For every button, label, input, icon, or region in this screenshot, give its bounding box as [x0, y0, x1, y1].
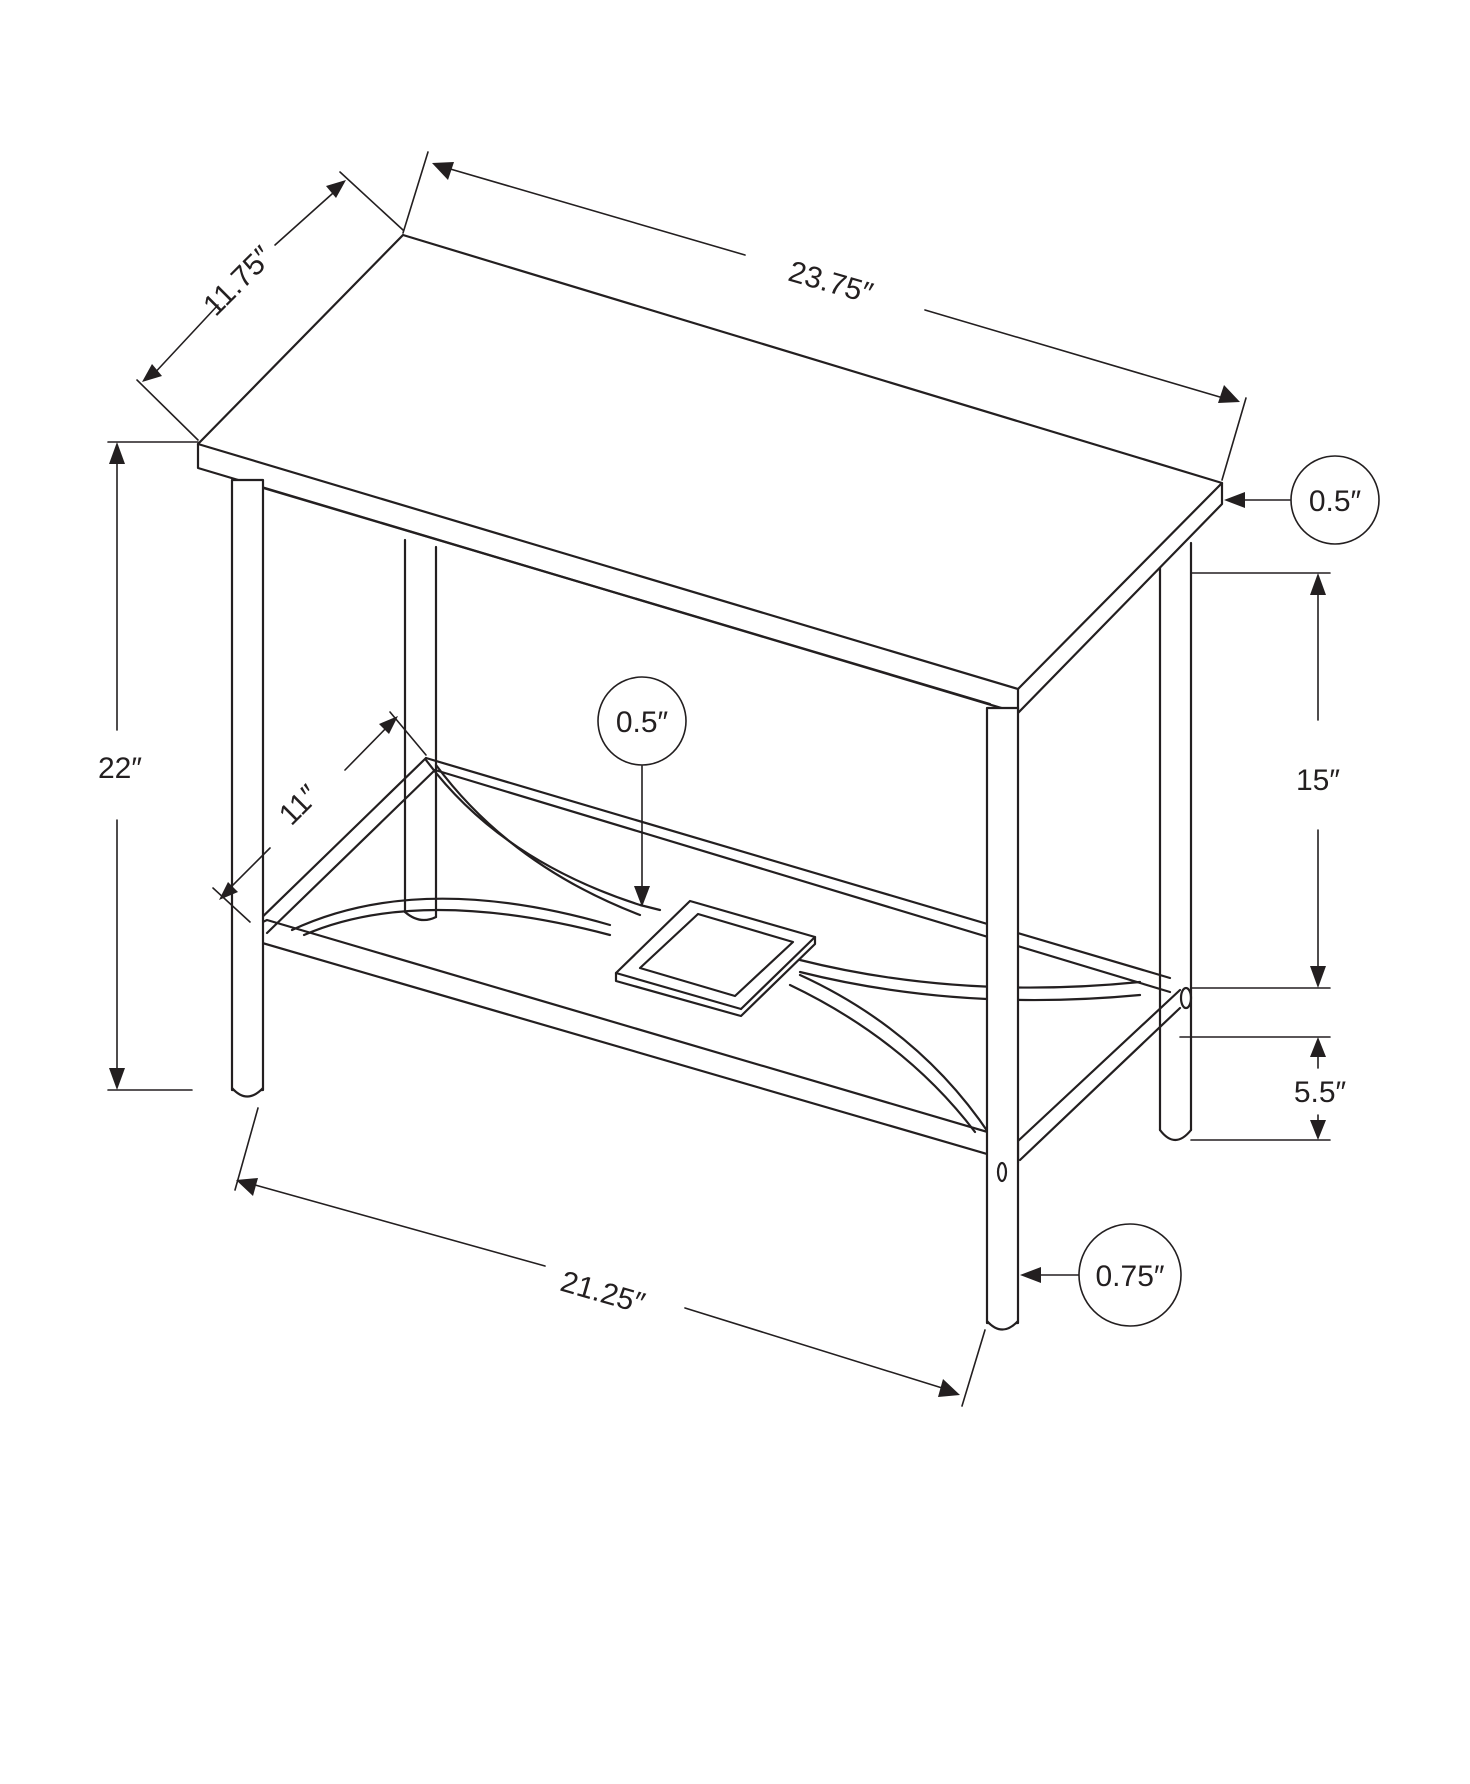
label-shelf-depth: 11″ [273, 779, 326, 832]
callout-top-thickness [1224, 455, 1380, 545]
label-base-length: 21.25″ [557, 1265, 649, 1320]
bolt [1179, 986, 1193, 1010]
dimension-shelf-height [1179, 1036, 1331, 1141]
front-left-leg [230, 478, 265, 1098]
label-overall-height: 22″ [98, 752, 142, 785]
dimension-top-length [402, 151, 1247, 481]
dimension-overall-height [107, 441, 199, 1091]
dimension-top-depth [136, 171, 404, 441]
label-shelf-frame: 0.5″ [616, 706, 669, 739]
back-left-leg [403, 538, 438, 922]
dimension-shelf-depth [212, 711, 427, 923]
label-top-length: 23.75″ [785, 255, 877, 310]
label-shelf-height: 5.5″ [1294, 1076, 1347, 1109]
front-right-leg [985, 706, 1020, 1331]
table-top [196, 233, 1224, 715]
label-top-depth: 11.75″ [197, 240, 280, 323]
label-shelf-to-top: 15″ [1296, 764, 1340, 797]
label-leg-diameter: 0.75″ [1095, 1260, 1164, 1293]
lower-shelf-frame [250, 756, 1182, 1165]
dimension-base-length [234, 1107, 986, 1407]
label-top-thickness: 0.5″ [1309, 485, 1362, 518]
callout-leg-diameter [1020, 1223, 1182, 1327]
callout-shelf-frame [597, 676, 687, 907]
dimension-shelf-to-top [1190, 572, 1331, 989]
back-right-leg [1158, 541, 1193, 1142]
